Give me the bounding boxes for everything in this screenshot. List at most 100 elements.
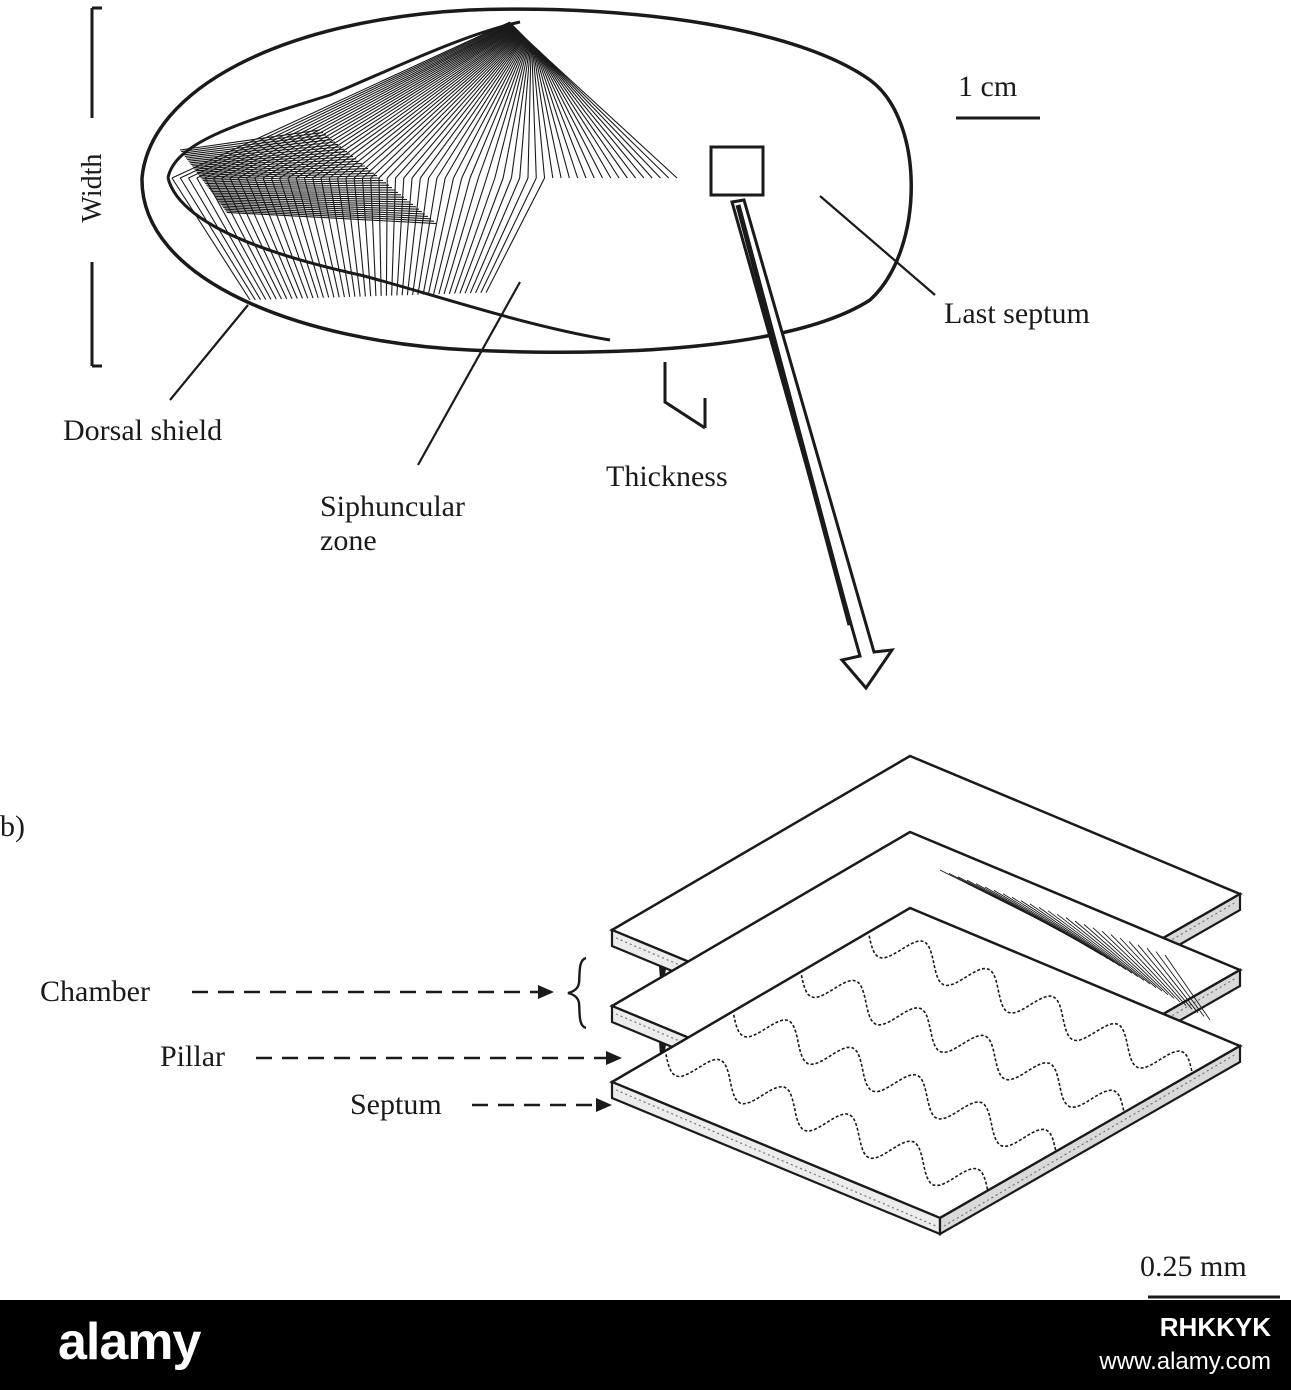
- growth-line: [184, 139, 333, 157]
- dense-hatch: [1056, 913, 1139, 978]
- growth-line: [419, 36, 526, 179]
- growth-line: [362, 32, 522, 179]
- growth-line: [246, 25, 515, 179]
- dense-hatch: [1011, 896, 1109, 960]
- growth-line: [386, 34, 524, 179]
- dense-hatch: [1065, 917, 1145, 981]
- growth-line: [539, 51, 678, 179]
- growth-line: [328, 30, 520, 179]
- septum-edge-stipple: [943, 1053, 1237, 1227]
- sample-square: [709, 145, 765, 197]
- growth-line: [396, 177, 405, 296]
- growth-line: [538, 50, 661, 179]
- growth-line: [193, 155, 354, 169]
- growth-line: [464, 177, 512, 294]
- siphuncular-zone-label-1: Siphuncular: [320, 490, 465, 523]
- growth-line: [411, 35, 525, 179]
- growth-line: [220, 203, 423, 213]
- watermark-footer: alamy RHKKYK www.alamy.com: [0, 1300, 1291, 1390]
- growth-line: [185, 141, 336, 159]
- growth-line: [194, 158, 357, 170]
- growth-line: [469, 177, 521, 294]
- growth-line: [534, 46, 595, 179]
- growth-line: [538, 50, 653, 179]
- growth-line: [438, 177, 471, 295]
- growth-line: [370, 177, 377, 297]
- growth-line: [200, 170, 372, 178]
- growth-line: [279, 27, 517, 179]
- growth-line: [171, 21, 511, 179]
- leader-dorsal-shield: [169, 304, 249, 401]
- growth-line: [477, 40, 529, 179]
- growth-line: [225, 210, 435, 222]
- growth-line: [213, 194, 405, 198]
- growth-line: [271, 27, 517, 179]
- growth-line: [403, 35, 525, 179]
- growth-line: [485, 177, 546, 293]
- chamber-label: Chamber: [40, 975, 150, 1008]
- growth-line: [370, 33, 523, 179]
- dense-hatch: [1155, 951, 1205, 1017]
- growth-line: [537, 49, 637, 179]
- thickness-label: Thickness: [606, 460, 728, 493]
- growth-line: [262, 177, 309, 299]
- dense-hatch: [1101, 930, 1169, 996]
- growth-line: [181, 131, 324, 153]
- growth-line: [211, 191, 399, 193]
- growth-line: [444, 37, 527, 179]
- growth-line: [304, 29, 519, 179]
- growth-line: [196, 22, 512, 179]
- growth-line: [202, 175, 378, 181]
- growth-line: [417, 177, 438, 295]
- growth-line: [535, 47, 612, 179]
- growth-line: [486, 40, 530, 179]
- septum-label: Septum: [350, 1088, 442, 1121]
- growth-line: [221, 24, 514, 179]
- growth-line: [510, 42, 531, 179]
- dense-hatch: [1020, 900, 1115, 963]
- growth-line: [502, 41, 531, 179]
- growth-line: [378, 177, 382, 296]
- growth-line: [188, 177, 261, 300]
- growth-line: [385, 177, 388, 296]
- dense-hatch: [1092, 927, 1163, 992]
- growth-line: [187, 143, 339, 161]
- growth-line: [532, 44, 554, 179]
- growth-line: [480, 177, 537, 294]
- growth-line: [519, 42, 532, 179]
- growth-line: [536, 48, 620, 179]
- leader-siphuncular: [417, 281, 521, 466]
- growth-line: [337, 177, 356, 297]
- growth-line: [361, 177, 372, 297]
- leader-last-septum: [819, 195, 936, 296]
- growth-line: [448, 177, 488, 294]
- growth-line: [190, 151, 348, 165]
- scale-label-025mm: 0.25 mm: [1140, 1250, 1247, 1283]
- last-septum-label: Last septum: [944, 297, 1090, 330]
- growth-line: [206, 182, 387, 186]
- growth-line: [395, 34, 524, 179]
- growth-line: [196, 177, 267, 300]
- diagram-art: [90, 6, 1280, 1299]
- thickness-indicator: [663, 362, 707, 430]
- growth-line: [427, 177, 455, 295]
- growth-line: [191, 153, 351, 167]
- growth-line: [221, 205, 426, 215]
- growth-line: [353, 32, 522, 179]
- growth-line: [188, 146, 342, 162]
- growth-line: [475, 177, 529, 294]
- growth-line: [345, 177, 361, 297]
- growth-line: [171, 177, 251, 301]
- growth-line: [337, 31, 521, 179]
- growth-line: [320, 30, 520, 179]
- siphuncular-zone-hatching: [171, 21, 678, 301]
- septum-edge: [938, 1044, 1242, 1236]
- growth-line: [532, 45, 562, 179]
- scale-label-1cm: 1 cm: [958, 70, 1018, 103]
- dorsal-shield-label: Dorsal shield: [63, 414, 223, 447]
- dense-hatch: [1137, 944, 1193, 1010]
- growth-line: [353, 177, 366, 297]
- chamber-brace: [567, 956, 587, 1030]
- growth-line: [406, 177, 421, 296]
- growth-line: [531, 44, 546, 179]
